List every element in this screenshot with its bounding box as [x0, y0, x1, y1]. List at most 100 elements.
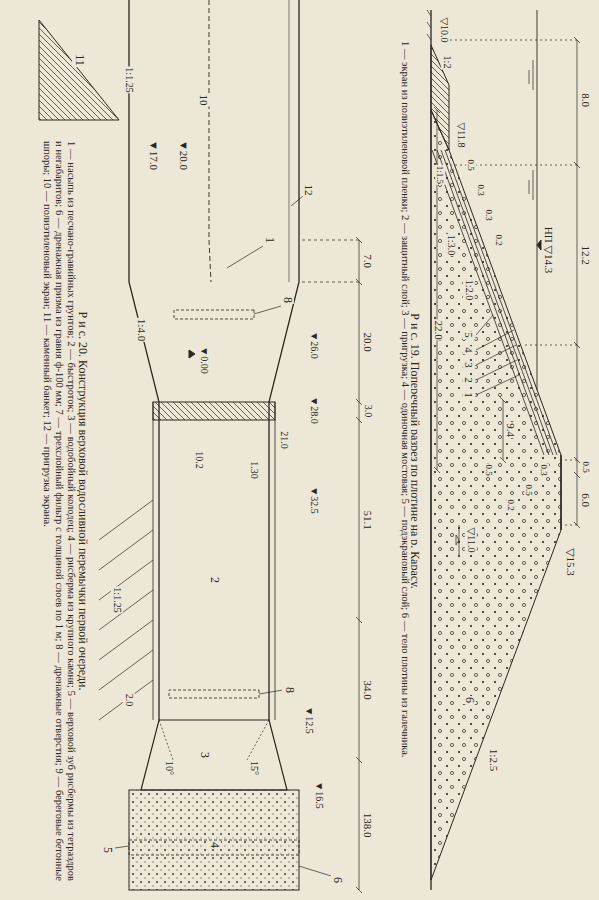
- dimension-label: ▼0.00: [198, 345, 210, 374]
- dam-section-part: [560, 455, 562, 530]
- dimension-label: 1.30: [248, 460, 260, 480]
- dimension-label: 0.2: [494, 233, 504, 246]
- callout-number: 12: [303, 184, 316, 197]
- dimension-label: 1:1.25: [111, 586, 123, 613]
- dimension-label: 1:3.0: [445, 234, 457, 256]
- spillway-plan-part: [153, 402, 275, 720]
- dimension-label: 0.5: [484, 463, 494, 476]
- spillway-plan-part: [174, 310, 254, 319]
- dimension-label: 0.2: [506, 498, 516, 511]
- callout-number: 4: [463, 346, 476, 354]
- spillway-plan-part: [129, 840, 299, 855]
- dimension-label: 20.0: [362, 331, 375, 352]
- dimension-label: 22.0: [433, 319, 446, 340]
- spillway-plan-part: [209, 0, 211, 282]
- dimension-label: 1:1.25: [123, 66, 135, 93]
- dimension-lines-part: [574, 37, 580, 528]
- dimension-label: 0.5: [581, 460, 591, 473]
- dimension-label: 7.0: [362, 253, 375, 269]
- callout-number: 4: [207, 841, 221, 849]
- dimension-lines-part: [449, 40, 577, 525]
- legend-text: 1 — насыпь из песчано-гравийных грунтов;…: [41, 140, 77, 882]
- figure-caption: Р и с. 20. Конструкция верховой водослив…: [75, 220, 89, 782]
- spillway-plan-part: [153, 402, 275, 420]
- callout-number: 8: [282, 686, 296, 694]
- dam-section-part: [430, 10, 431, 890]
- dimension-label: ▽11.0: [465, 527, 477, 554]
- dimension-label: 0.5: [524, 483, 534, 496]
- callout-number: 3: [197, 751, 211, 759]
- dam-section-part: [427, 10, 431, 40]
- spillway-plan-part: [94, 0, 95, 890]
- legend-text: 1 — экран из полиэтиленовой пленки; 2 — …: [399, 40, 411, 872]
- dam-section: [427, 10, 561, 890]
- dimension-label: 2.0: [123, 693, 135, 708]
- spillway-plan-part: [299, 240, 359, 282]
- dimension-label: ▽15.3: [565, 547, 578, 577]
- dimension-label: ▽11.8: [455, 122, 467, 149]
- dimension-label: ▼16.5: [313, 780, 325, 809]
- spillway-plan-part: [159, 720, 269, 760]
- callout-number: 2: [463, 376, 476, 384]
- spillway-plan-part: [141, 720, 287, 790]
- callout-number: 3: [463, 361, 476, 369]
- dimension-label: 9.4: [505, 422, 518, 438]
- callout-number: 1: [463, 391, 476, 399]
- spillway-plan-part: [129, 0, 159, 720]
- callout-number: 2: [207, 576, 221, 584]
- dimension-label: ▼12.5: [303, 705, 315, 734]
- spillway-plan-part: [39, 20, 119, 120]
- callout-number: 8: [280, 296, 294, 304]
- dimension-label: 51.1: [362, 509, 375, 530]
- dimension-label: 34.0: [362, 679, 375, 700]
- dimension-lines-part: [503, 400, 504, 460]
- callout-number: 5: [463, 331, 476, 339]
- dimension-label: 0.5: [466, 158, 476, 171]
- dimension-label: ▼32.5: [308, 485, 320, 514]
- callout-number: 6: [330, 876, 344, 884]
- dimension-label: 0.3: [484, 208, 494, 221]
- dam-section-part: [432, 150, 557, 455]
- dimension-label: 10.2: [193, 450, 205, 470]
- dimension-label: 6.0: [580, 492, 593, 508]
- dam-section-part: [537, 10, 538, 390]
- dimension-label: 1:4.0: [136, 318, 149, 342]
- spillway-plan-part: [169, 690, 259, 698]
- dimension-label: ▼28.0: [308, 395, 320, 424]
- callout-number: 1: [262, 236, 276, 244]
- dimension-label: 10°: [163, 760, 175, 776]
- dimension-label: 1:2: [441, 55, 453, 70]
- dimension-lines-part: [456, 525, 459, 555]
- dimension-label: НП ▽14.3: [543, 226, 556, 274]
- dimension-label: 138.0: [362, 812, 375, 839]
- dam-section-part: [529, 60, 533, 200]
- dimension-label: 21.0: [278, 430, 290, 450]
- dimension-label: ▼20.0: [178, 139, 191, 171]
- leader-lines: [476, 315, 519, 395]
- dimension-label: 1:2.0: [463, 279, 475, 301]
- dimension-lines-part: [434, 107, 440, 473]
- dimension-label: 8.0: [580, 92, 593, 108]
- dimension-label: 15°: [248, 760, 260, 776]
- spillway-plan-part: [189, 350, 195, 358]
- leader-lines-part: [476, 315, 519, 395]
- dimension-lines: [434, 37, 580, 555]
- spillway-plan-part: [129, 790, 299, 890]
- spillway-plan-part: [99, 500, 153, 720]
- dimension-label: ▽10.0: [438, 16, 450, 43]
- dimension-label: 0.3: [476, 183, 486, 196]
- dimension-lines-part: [359, 240, 360, 890]
- leader-lines-part: [115, 196, 331, 876]
- dimension-label: 0.3: [539, 463, 549, 476]
- callout-number: 11: [72, 53, 86, 67]
- dimension-label: 1:1.5: [435, 165, 445, 185]
- spillway-plan-part: [269, 0, 299, 720]
- dimension-label: 1:2.5: [488, 748, 501, 772]
- dimension-label: ▼26.0: [308, 330, 320, 359]
- dam-section-part: [431, 110, 561, 880]
- spillway-plan-part: [289, 0, 290, 282]
- dimension-lines-part: [577, 40, 578, 525]
- leader-lines: [115, 196, 331, 876]
